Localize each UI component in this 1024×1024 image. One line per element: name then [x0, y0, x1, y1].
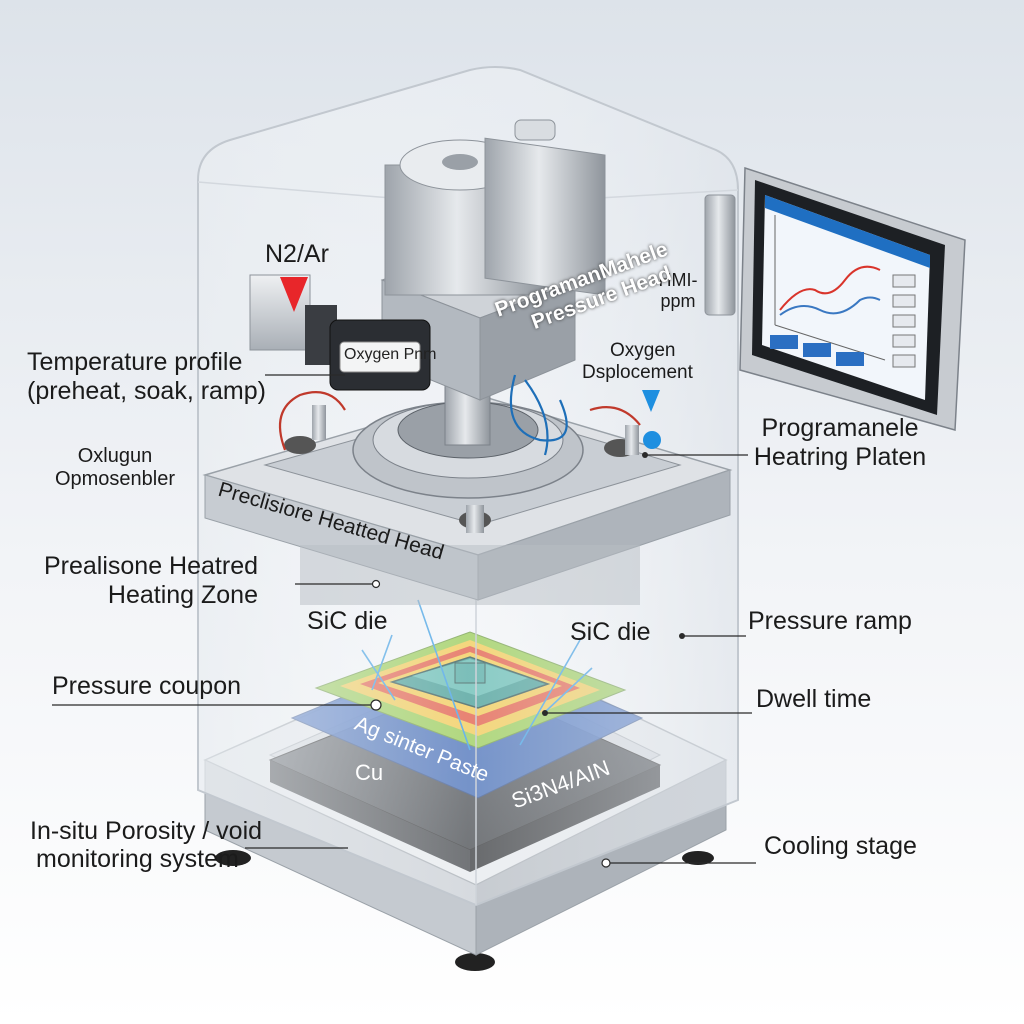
oxlugun-line1: Oxlugun [77, 445, 153, 467]
oxygen-displacement-line1: Oxygen [610, 340, 676, 361]
leader-dots [370, 452, 685, 868]
porosity-monitor-line2: monitoring system [36, 844, 239, 873]
wiring [278, 374, 641, 456]
heating-zone-label: Prealisone Heatred Heating Zone [40, 552, 258, 610]
heating-platen-line2: Heatring Platen [753, 442, 927, 471]
oxygen-displacement-line2: Dsplocement [582, 361, 693, 383]
oxlugun-label: Oxlugun Opmosenbler [40, 445, 190, 491]
hmi-tag-line1: HMI- [658, 270, 698, 290]
cooling-stage-label: Cooling stage [764, 832, 917, 860]
heating-platen-line1: Programanele [761, 414, 919, 442]
sic-die-left-label: SiC die [307, 607, 388, 635]
leader-lines [52, 374, 756, 864]
porosity-monitor-line1: In-situ Porosity / void [30, 817, 263, 845]
temperature-profile-line1: Temperature profile [27, 348, 243, 376]
base-feet [215, 850, 714, 971]
oxlugun-line2: Opmosenbler [54, 468, 176, 490]
pressure-ramp-label: Pressure ramp [748, 607, 912, 635]
heating-zone-line1: Prealisone Heatred [43, 552, 258, 580]
heating-platen-label: Programanele Heatring Platen [745, 414, 935, 472]
dwell-time-label: Dwell time [756, 685, 872, 713]
gas-inlet-arrow [280, 277, 308, 312]
pressure-coupon-label: Pressure coupon [52, 672, 242, 700]
fittings [312, 405, 661, 455]
porosity-monitor-label: In-situ Porosity / void monitoring syste… [30, 817, 263, 873]
sic-die-right-label: SiC die [570, 618, 651, 646]
hmi-panel [704, 166, 966, 431]
oxygen-sensor-box [249, 274, 431, 391]
oxygen-displacement-label: Oxygen Dsplocement [582, 340, 693, 384]
oxygen-outlet-arrow [642, 390, 660, 412]
hmi-tag-line2: ppm [660, 290, 696, 311]
heating-zone-line2: Heating Zone [107, 580, 258, 609]
temperature-profile-label: Temperature profile (preheat, soak, ramp… [27, 348, 266, 406]
hmi-buttons [770, 274, 916, 368]
gas-label: N2/Ar [265, 240, 329, 268]
cu-label: Cu [355, 760, 384, 785]
hmi-chart [774, 215, 886, 361]
temperature-profile-line2: (preheat, soak, ramp) [27, 376, 266, 405]
hmi-tag: HMI- ppm [652, 270, 704, 311]
oxygen-badge-text: Oxygen Pnm [344, 346, 437, 363]
actuator-column [380, 119, 606, 446]
